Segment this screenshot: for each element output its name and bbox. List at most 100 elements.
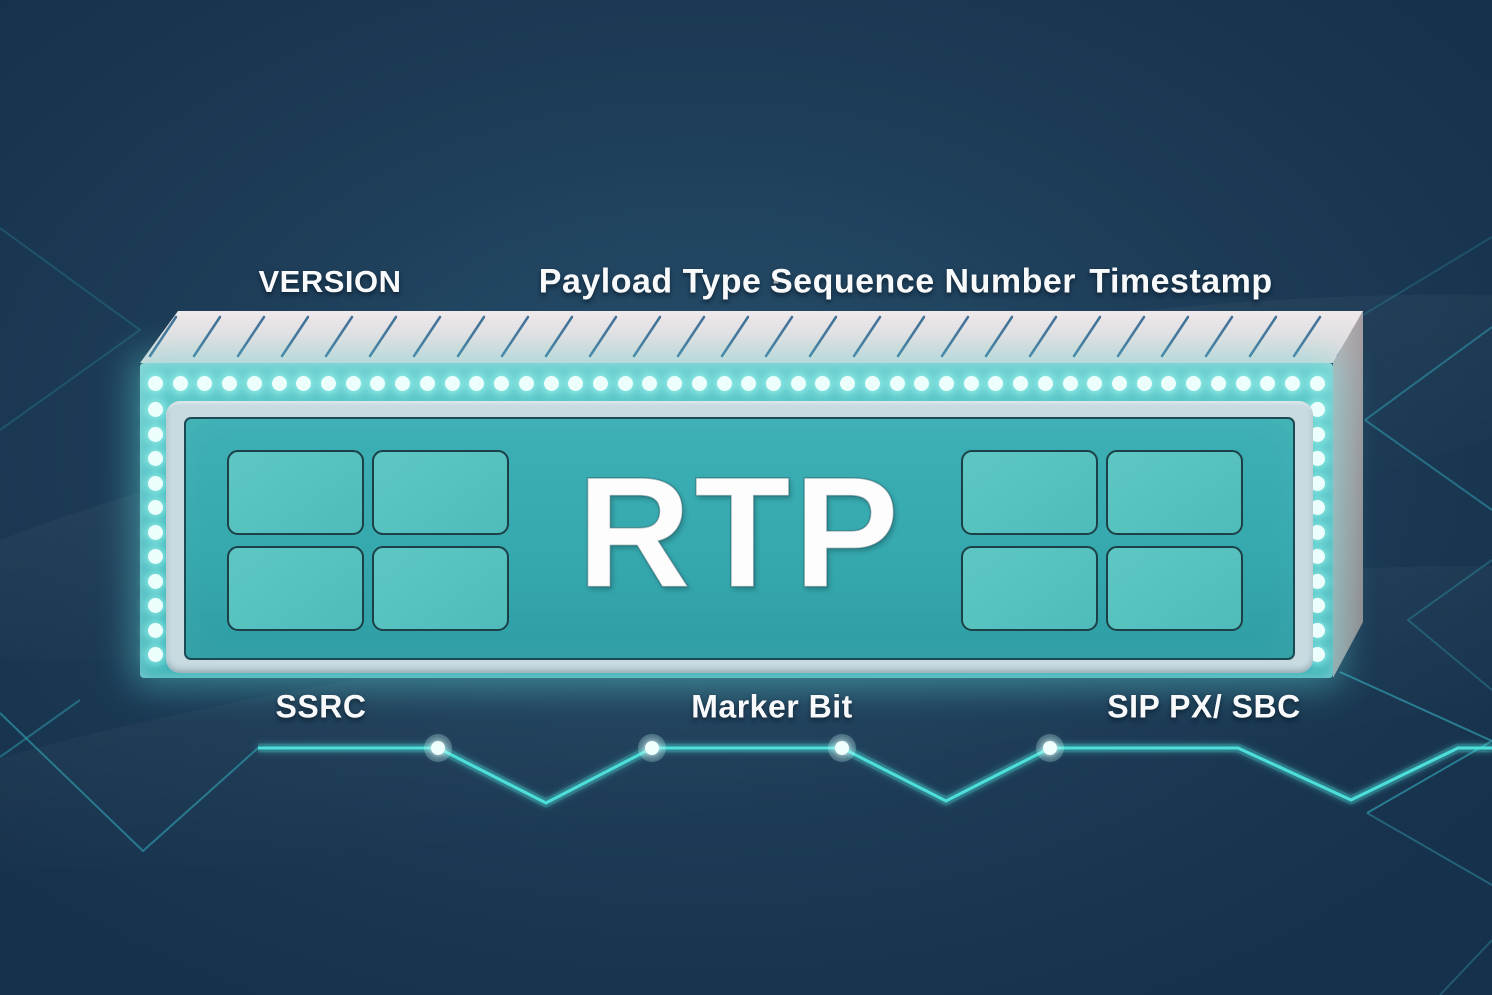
led-dot — [1112, 376, 1128, 391]
led-dot — [444, 376, 460, 391]
led-dot — [1285, 376, 1301, 391]
led-dot — [321, 376, 337, 391]
box-top-face — [140, 311, 1363, 363]
led-dot — [741, 376, 757, 391]
field-label-timestamp: Timestamp — [1089, 262, 1273, 301]
hatch-line — [852, 315, 882, 358]
inner-frame: RTP — [166, 401, 1313, 673]
hatch-line — [1248, 315, 1278, 358]
led-dot — [419, 376, 435, 391]
box-side-face — [1333, 311, 1363, 678]
network-node-dot — [1043, 741, 1057, 755]
header-cell — [1106, 450, 1243, 535]
led-dot — [691, 376, 707, 391]
hatch-line — [984, 315, 1014, 358]
led-dot — [345, 376, 361, 391]
led-dot — [148, 426, 163, 442]
header-cell — [1106, 546, 1243, 631]
led-dot — [1310, 524, 1325, 540]
led-dot — [963, 376, 979, 391]
led-dots-top — [148, 376, 1325, 391]
led-dot — [617, 376, 633, 391]
hatch-line — [1028, 315, 1058, 358]
led-dot — [148, 402, 163, 417]
led-dot — [1087, 376, 1103, 391]
hatch-line — [148, 315, 178, 358]
field-label-ssrc: SSRC — [275, 688, 367, 725]
led-dot — [765, 376, 781, 391]
field-label-payload-type: Payload Type · — [538, 262, 784, 301]
led-dot — [889, 376, 905, 391]
hatch-line — [280, 315, 310, 358]
hatch-line — [324, 315, 354, 358]
led-dot — [148, 376, 163, 391]
led-dot — [1062, 376, 1078, 391]
hatch-line — [1072, 315, 1102, 358]
led-dot — [148, 573, 163, 589]
led-dot — [1310, 475, 1325, 491]
led-dot — [1260, 376, 1276, 391]
network-node-dots — [424, 734, 1064, 762]
led-dot — [914, 376, 930, 391]
hatch-line — [1116, 315, 1146, 358]
led-dot — [1310, 573, 1325, 589]
hatch-line — [676, 315, 706, 358]
led-dot — [148, 500, 163, 515]
led-dot — [815, 376, 831, 391]
led-dot — [518, 376, 534, 391]
led-dot — [148, 647, 163, 662]
led-dot — [148, 524, 163, 540]
led-dot — [1310, 500, 1325, 515]
rtp-box: RTP — [140, 363, 1333, 678]
header-cell-grid-left — [227, 450, 509, 631]
led-dot — [148, 622, 163, 638]
network-node-dot — [645, 741, 659, 755]
field-label-version: VERSION — [258, 264, 402, 299]
hatch-line — [192, 315, 222, 358]
hatch-pattern — [148, 315, 1363, 358]
rtp-title: RTP — [576, 444, 902, 621]
field-label-marker-bit: Marker Bit — [691, 688, 853, 725]
led-dot — [395, 376, 411, 391]
led-dot — [568, 376, 584, 391]
header-cell — [961, 450, 1098, 535]
led-dot — [1310, 426, 1325, 442]
led-dot — [1186, 376, 1202, 391]
led-dot — [148, 549, 163, 564]
led-dot — [222, 376, 238, 391]
led-dot — [1310, 647, 1325, 662]
header-cell — [372, 546, 509, 631]
led-dot — [148, 451, 163, 466]
led-dot — [1310, 451, 1325, 466]
led-dot — [716, 376, 732, 391]
led-dot — [1037, 376, 1053, 391]
led-dot — [864, 376, 880, 391]
led-dot — [1310, 622, 1325, 638]
led-dot — [469, 376, 485, 391]
hatch-line — [764, 315, 794, 358]
mesh-lines — [0, 227, 1492, 995]
network-node-dot — [835, 741, 849, 755]
led-dot — [197, 376, 213, 391]
header-cell — [227, 546, 364, 631]
rtp-panel: RTP — [184, 417, 1295, 660]
header-cell — [961, 546, 1098, 631]
hatch-line — [500, 315, 530, 358]
led-dot — [494, 376, 510, 391]
field-label-sequence-number: Sequence Number — [769, 262, 1077, 301]
hatch-line — [1204, 315, 1234, 358]
hatch-line — [368, 315, 398, 358]
led-dot — [840, 376, 856, 391]
led-dot — [667, 376, 683, 391]
hatch-line — [456, 315, 486, 358]
hatch-line — [1292, 315, 1322, 358]
hatch-line — [412, 315, 442, 358]
hatch-line — [940, 315, 970, 358]
hatch-line — [1160, 315, 1190, 358]
led-dot — [592, 376, 608, 391]
hatch-line — [588, 315, 618, 358]
led-dot — [1235, 376, 1251, 391]
led-dot — [1310, 549, 1325, 564]
led-dot — [988, 376, 1004, 391]
